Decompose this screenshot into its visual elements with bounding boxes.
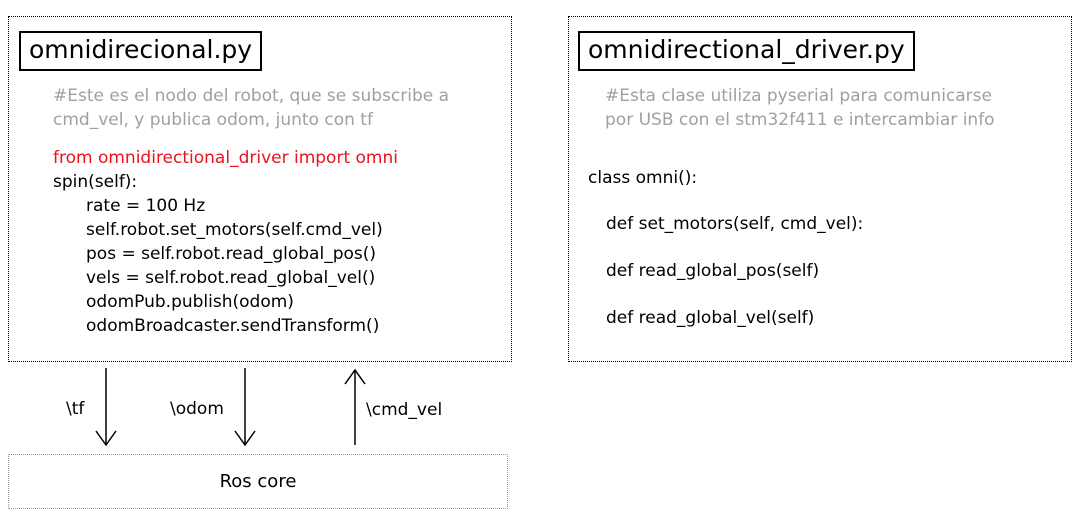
comment-line: #Este es el nodo del robot, que se subsc… bbox=[53, 86, 450, 106]
robot-node-code: from omnidirectional_driver import omni … bbox=[53, 146, 398, 338]
import-statement: from omnidirectional_driver import omni bbox=[53, 148, 398, 168]
comment-line: por USB con el stm32f411 e intercambiar … bbox=[605, 110, 995, 130]
cmd-vel-topic-label: \cmd_vel bbox=[366, 400, 443, 420]
odom-arrowhead bbox=[234, 430, 256, 447]
code-line: pos = self.robot.read_global_pos() bbox=[86, 244, 377, 264]
odom-topic-label: \odom bbox=[170, 399, 224, 419]
code-line: vels = self.robot.read_global_vel() bbox=[86, 268, 376, 288]
comment-line: cmd_vel, y publica odom, junto con tf bbox=[53, 110, 373, 130]
tf-arrowhead bbox=[95, 430, 117, 447]
code-line: rate = 100 Hz bbox=[86, 196, 206, 216]
method-read-global-pos: def read_global_pos(self) bbox=[606, 261, 820, 281]
robot-node-title: omnidirecional.py bbox=[19, 31, 263, 71]
code-line: self.robot.set_motors(self.cmd_vel) bbox=[86, 220, 383, 240]
robot-node-comment: #Este es el nodo del robot, que se subsc… bbox=[53, 84, 449, 132]
ros-core-label: Ros core bbox=[219, 471, 297, 492]
driver-comment: #Esta clase utiliza pyserial para comuni… bbox=[605, 84, 995, 132]
robot-node-box bbox=[8, 16, 512, 362]
ros-core-box: Ros core bbox=[8, 454, 508, 509]
code-line: odomBroadcaster.sendTransform() bbox=[86, 316, 380, 336]
cmd-vel-arrowhead bbox=[344, 368, 366, 385]
class-header: class omni(): bbox=[588, 168, 698, 188]
comment-line: #Esta clase utiliza pyserial para comuni… bbox=[605, 86, 992, 106]
method-read-global-vel: def read_global_vel(self) bbox=[606, 308, 815, 328]
function-header: spin(self): bbox=[53, 172, 138, 192]
code-line: odomPub.publish(odom) bbox=[86, 292, 294, 312]
driver-title: omnidirectional_driver.py bbox=[578, 31, 915, 71]
tf-topic-label: \tf bbox=[66, 399, 85, 419]
method-set-motors: def set_motors(self, cmd_vel): bbox=[606, 214, 864, 234]
driver-box bbox=[568, 16, 1072, 362]
function-body: rate = 100 Hz self.robot.set_motors(self… bbox=[53, 194, 398, 338]
